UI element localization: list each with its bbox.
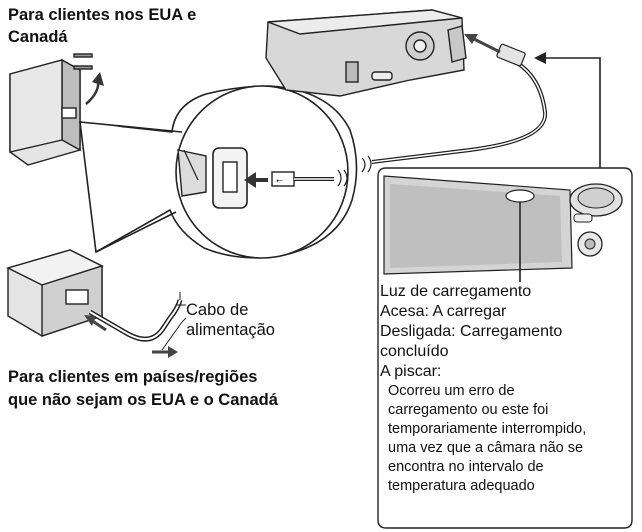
blink-line: Ocorreu um erro de — [388, 383, 515, 399]
blink-line: carregamento ou este foi — [388, 402, 549, 418]
blink-line: uma vez que a câmara não se — [388, 440, 584, 456]
intl-ac-adapter — [6, 249, 104, 337]
us-customers-heading: Para clientes nos EUA e Canadá — [8, 4, 248, 48]
charge-lamp-blink-title: A piscar: — [380, 363, 442, 380]
power-cable-label: Cabo de alimentação — [186, 300, 275, 340]
other-customers-heading: Para clientes em países/regiões que não … — [8, 366, 348, 412]
us-heading-line2: Canadá — [8, 28, 68, 46]
detail-pointer — [542, 57, 601, 168]
blink-line: encontra no intervalo de — [388, 459, 544, 475]
charge-lamp-info: Luz de carregamento Acesa: A carregar De… — [380, 282, 628, 496]
blink-line: temporariamente interrompido, — [388, 421, 587, 437]
cable-label-line2: alimentação — [186, 321, 275, 339]
fold-arrowhead-icon — [92, 72, 104, 86]
cable-label-line1: Cabo de — [186, 301, 249, 319]
other-heading-line2: que não sejam os EUA e o Canadá — [8, 391, 278, 409]
usb-icon: ⭠ — [276, 176, 283, 186]
blink-line: temperatura adequado — [388, 478, 535, 494]
charge-lamp-title: Luz de carregamento — [380, 283, 532, 300]
charge-lamp-on: Acesa: A carregar — [380, 303, 507, 320]
camera-rear — [265, 9, 467, 97]
charge-lamp-off-1: Desligada: Carregamento — [380, 323, 563, 340]
camera-detail — [377, 167, 633, 529]
us-ac-adapter — [9, 53, 93, 166]
us-heading-line1: Para clientes nos EUA e — [8, 6, 197, 24]
fold-arrow-icon — [85, 79, 100, 105]
other-heading-line1: Para clientes em países/regiões — [8, 368, 258, 386]
charge-lamp-off-2: concluído — [380, 343, 449, 360]
charge-lamp-blink-desc: Ocorreu um erro de carregamento ou este … — [380, 382, 628, 496]
